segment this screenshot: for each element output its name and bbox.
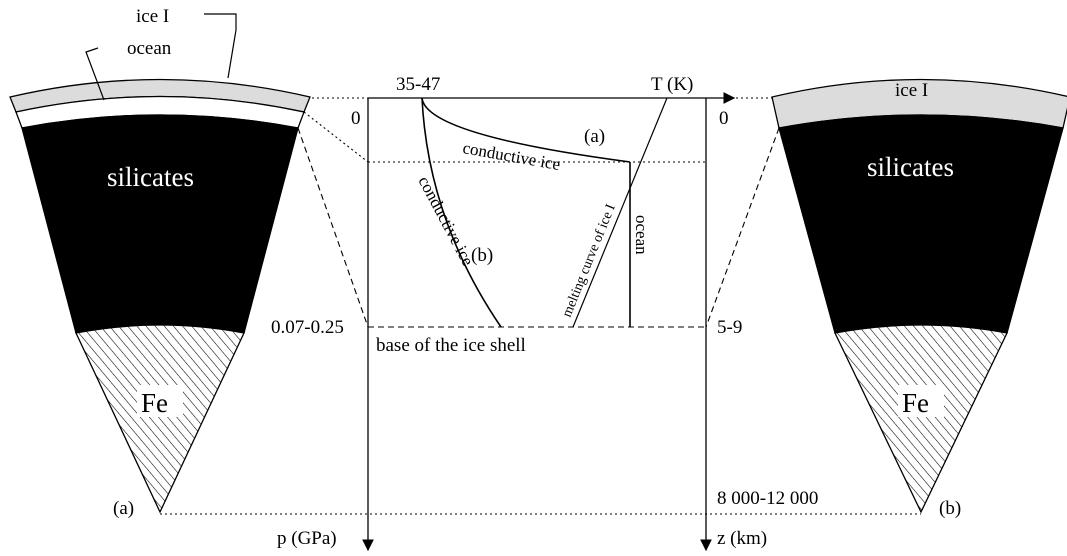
left-fe-label-bg [137,385,183,417]
curve-a-label: (a) [584,126,605,147]
temperature-axis-label: T (K) [651,74,693,95]
curve-b-label: (b) [471,245,493,266]
right-fe-label-bg [898,385,944,417]
left-caption: (a) [113,498,134,519]
pressure-axis-label: p (GPa) [277,528,337,549]
right-ice-label: ice I [895,80,928,101]
conductive-curve-a [421,97,631,163]
left-base-dashed [297,127,369,328]
conductive-ice-a-label: conductive ice [461,138,561,174]
right-caption: (b) [939,498,961,519]
ocean-profile-label: ocean [632,215,651,255]
right-base-dashed [705,127,780,328]
conductive-curve-b [421,97,502,328]
connector-lines [160,97,921,515]
left-wedge [9,78,311,514]
right-fe-label: Fe [902,388,929,418]
depth-axis-label: z (km) [717,528,767,549]
pressure-top: 0 [351,108,361,129]
left-ice-pointer [204,13,237,79]
left-ice-label: ice I [136,6,169,27]
left-core [75,324,245,514]
left-silicates-label: silicates [107,162,194,192]
pressure-base: 0.07-0.25 [271,317,344,338]
depth-top: 0 [719,108,729,129]
conductive-ice-b-label: conductive ice [414,173,477,269]
left-silicates-layer [21,114,299,334]
profile-axes [362,92,736,552]
left-ocean-label: ocean [127,38,172,59]
profile-curves [421,97,668,328]
surface-temperature: 35-47 [396,74,440,95]
right-silicates-layer [778,114,1064,334]
ocean-top-dotted [303,111,369,163]
right-core [834,324,1008,514]
right-silicates-label: silicates [867,152,954,182]
right-wedge [771,78,1067,514]
left-fe-label: Fe [141,388,168,418]
depth-base: 5-9 [717,317,742,338]
base-of-ice-shell-label: base of the ice shell [376,335,526,356]
melting-curve [572,97,668,328]
left-ocean-pointer [85,47,105,101]
melting-curve-label: melting curve of ice I [560,202,619,320]
depth-center: 8 000-12 000 [717,488,818,509]
